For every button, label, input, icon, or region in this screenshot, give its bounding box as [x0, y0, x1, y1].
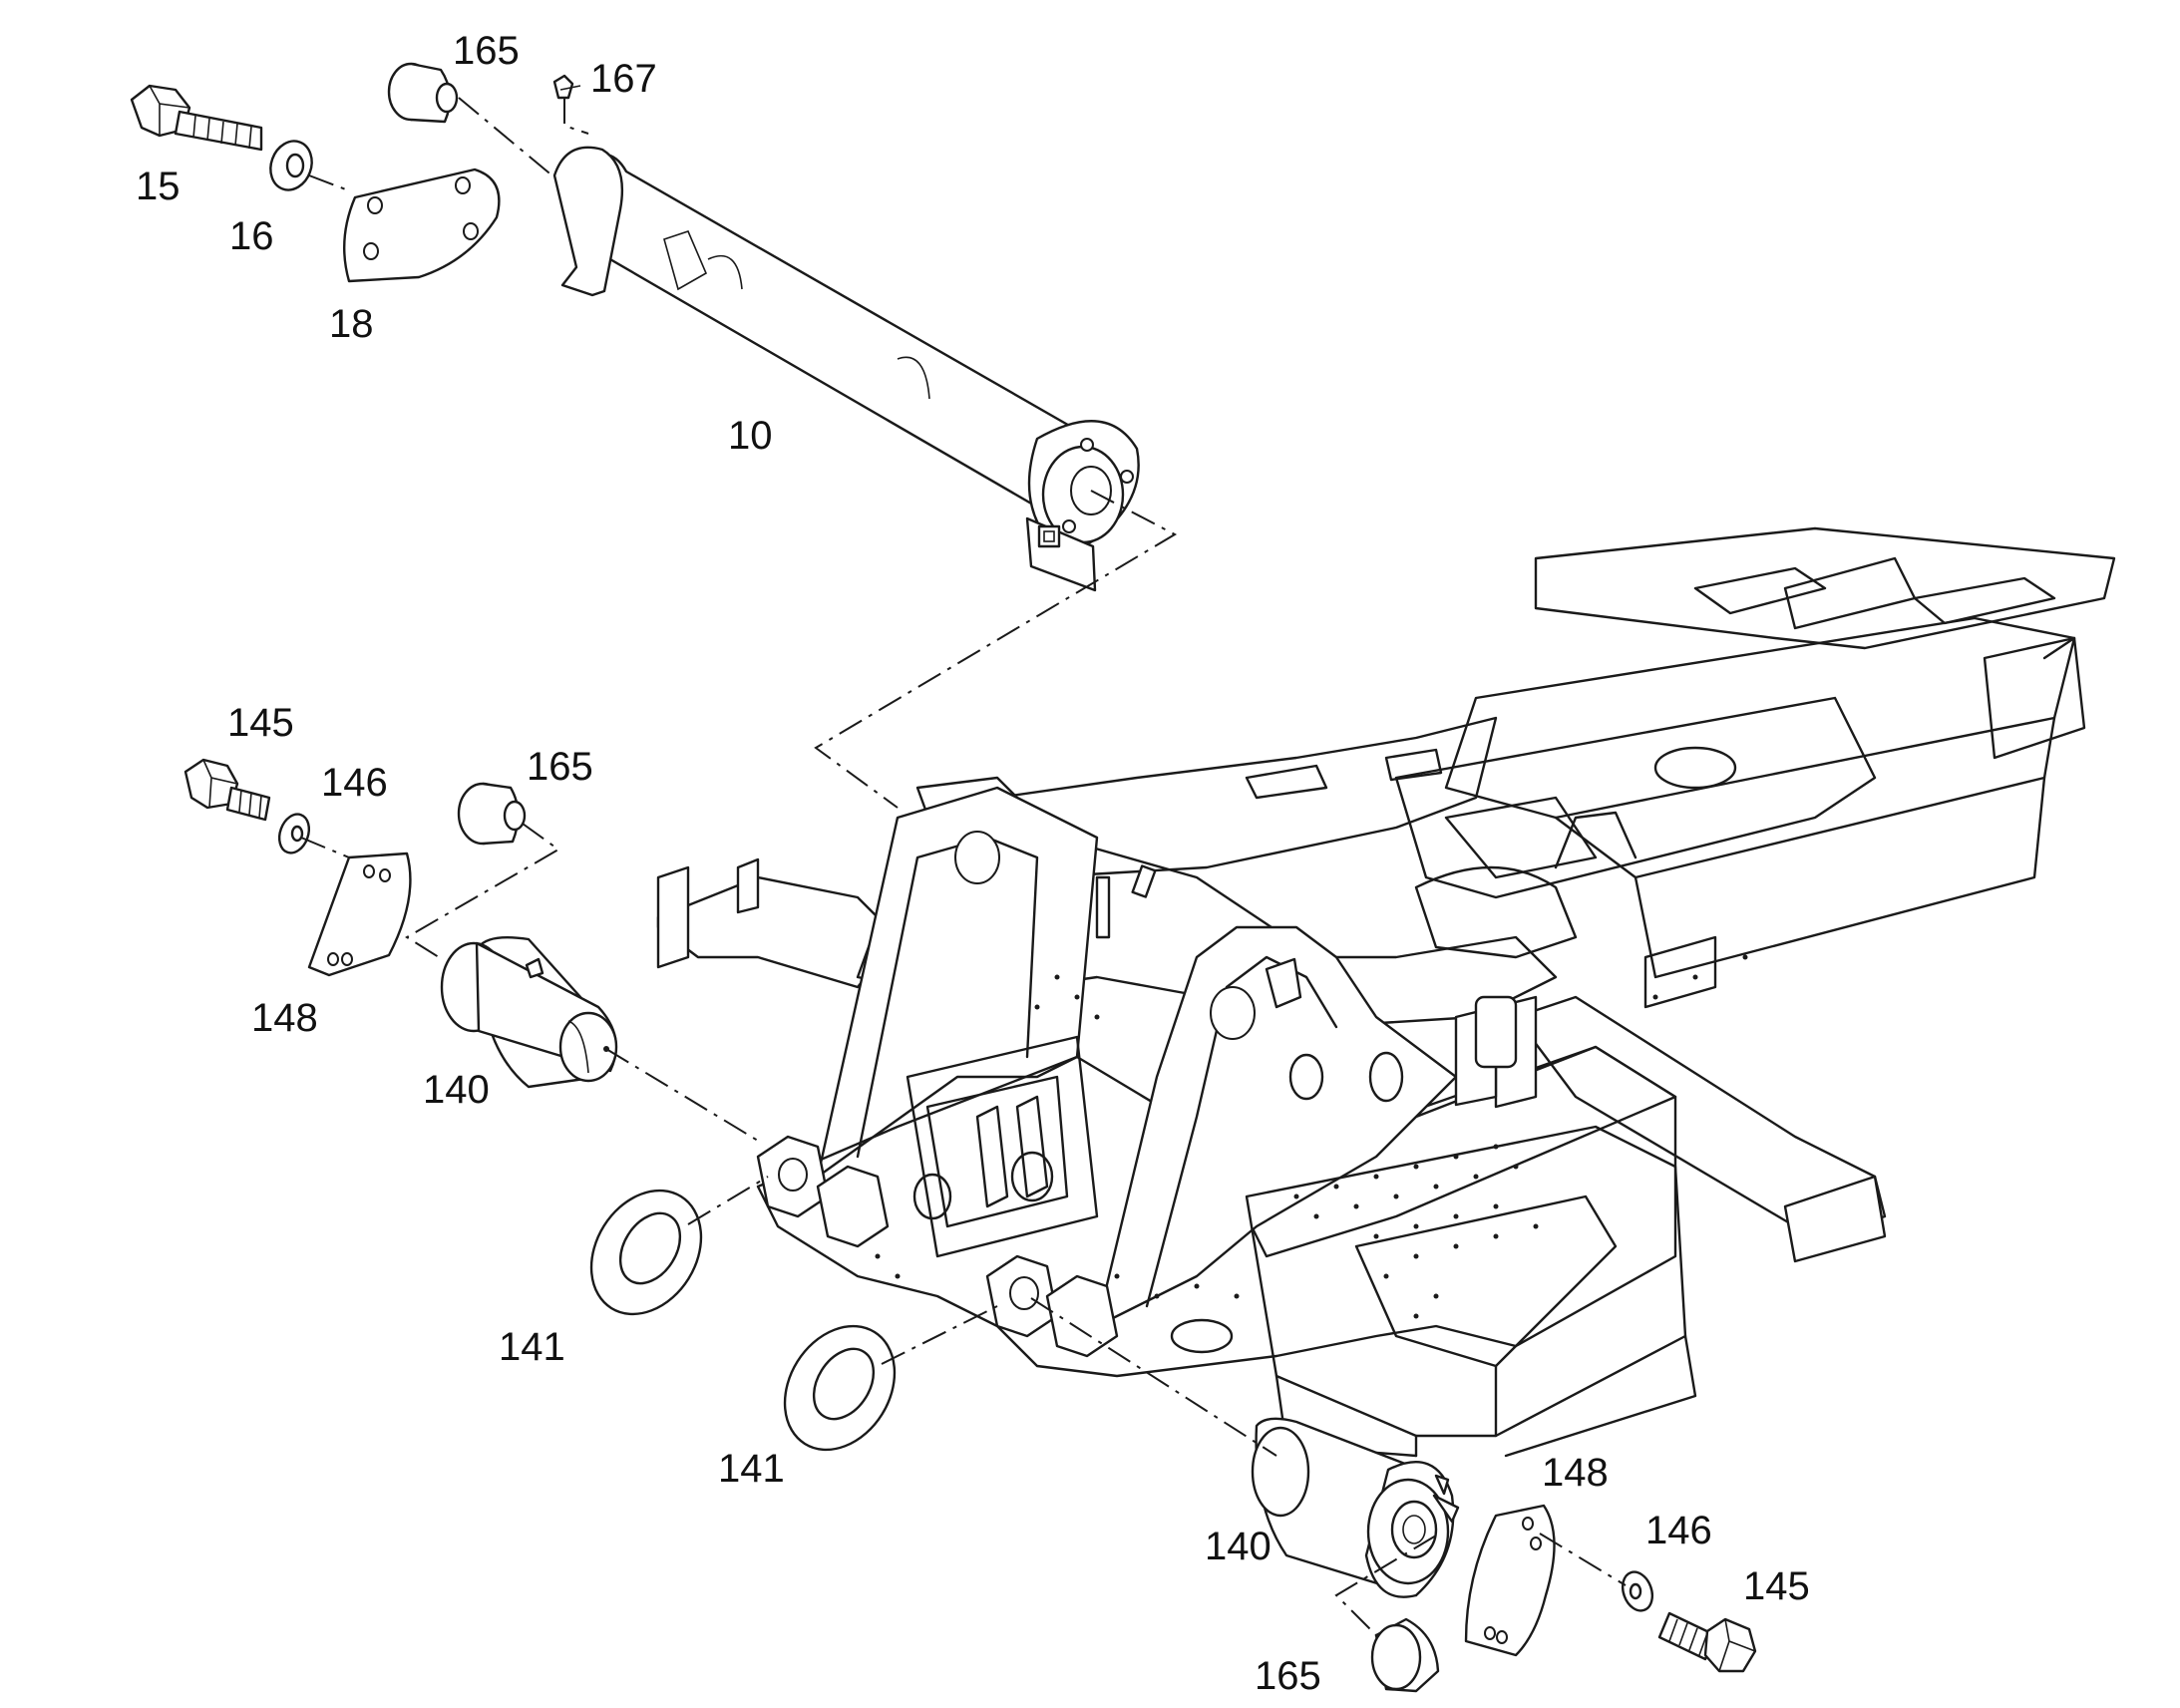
label-15: 15 [136, 165, 181, 208]
label-141-mid: 141 [718, 1447, 785, 1491]
label-10: 10 [728, 414, 773, 458]
part-145-bolt-right [1657, 1611, 1757, 1673]
part-167-fitting [552, 74, 581, 100]
part-145-bolt-left [183, 758, 271, 822]
label-18: 18 [329, 302, 374, 346]
part-15-bolt [130, 84, 263, 152]
label-146-left: 146 [321, 761, 388, 805]
label-16: 16 [229, 214, 274, 258]
label-145-right: 145 [1743, 1564, 1810, 1608]
label-148-left: 148 [251, 996, 318, 1040]
part-165-bushing-mid [457, 782, 527, 846]
label-148-right: 148 [1542, 1451, 1609, 1495]
part-165-bushing-bottom [1370, 1617, 1440, 1693]
label-141-left: 141 [499, 1325, 565, 1369]
label-165-top: 165 [453, 29, 520, 73]
part-16-washer [269, 140, 313, 191]
part-148-plate-right [1464, 1504, 1556, 1657]
part-18-plate [343, 168, 501, 283]
part-141-shim-mid [783, 1324, 897, 1452]
part-146-washer-right [1621, 1570, 1654, 1612]
main-frame [656, 526, 2116, 1458]
label-167: 167 [590, 57, 657, 101]
part-140-pin-right [1251, 1417, 1460, 1598]
label-145-left: 145 [227, 701, 294, 745]
part-10-main-pin [552, 146, 1140, 592]
callout-labels: 15 16 18 165 167 10 145 146 165 148 140 … [136, 29, 1810, 1698]
part-141-shim-left [589, 1189, 703, 1316]
part-140-pin-left [440, 936, 618, 1089]
part-148-plate-left [307, 852, 412, 977]
part-146-washer-left [277, 813, 311, 854]
label-140-left: 140 [423, 1068, 490, 1112]
label-140-right: 140 [1205, 1525, 1272, 1568]
center-lines [300, 97, 1627, 1636]
part-165-bushing-top [387, 62, 459, 124]
label-165-mid: 165 [527, 745, 593, 789]
label-146-right: 146 [1645, 1509, 1712, 1552]
label-165-bottom: 165 [1255, 1654, 1321, 1698]
